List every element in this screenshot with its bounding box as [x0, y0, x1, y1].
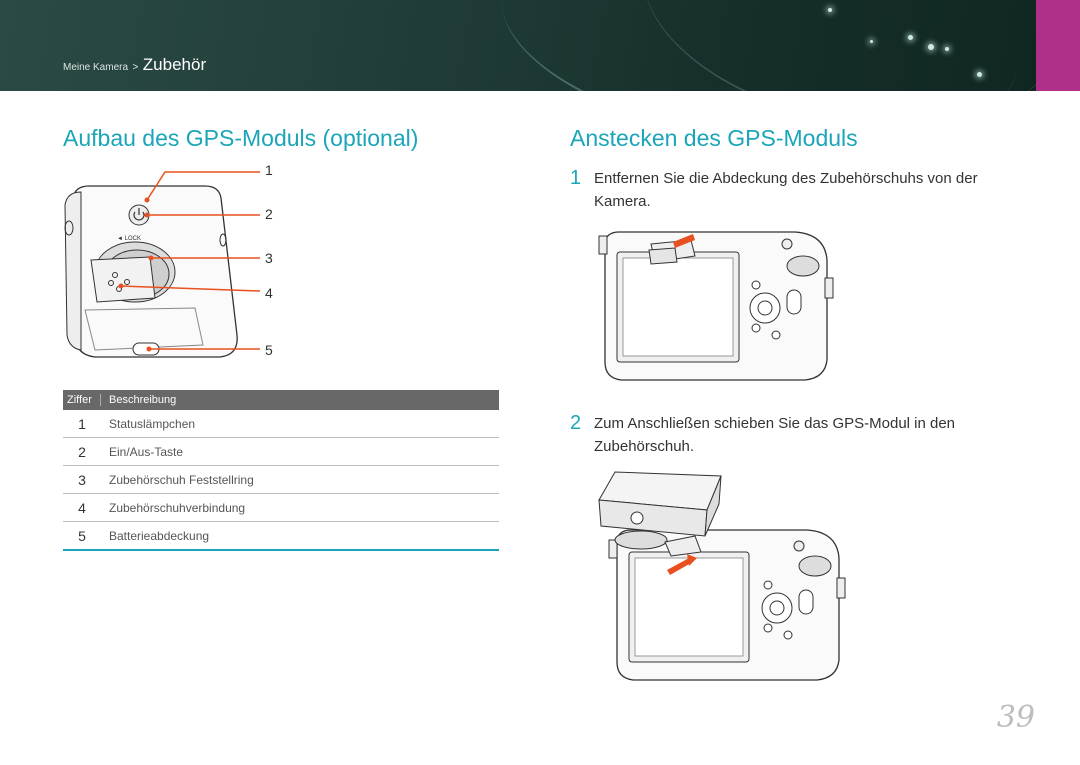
sparkle-dot [977, 72, 982, 77]
page-header: Meine Kamera > Zubehör [0, 0, 1080, 91]
row-description: Ein/Aus-Taste [109, 444, 184, 459]
table-row: 1 Statuslämpchen [63, 410, 499, 438]
parts-table: Ziffer Beschreibung 1 Statuslämpchen 2 E… [63, 390, 499, 551]
breadcrumb-parent[interactable]: Meine Kamera [63, 62, 129, 73]
camera-illustration-attach-module [598, 471, 846, 681]
step-2: 2 Zum Anschließen schieben Sie das GPS-M… [570, 412, 1040, 462]
table-row: 3 Zubehörschuh Feststellring [63, 466, 499, 494]
table-row: 5 Batterieabdeckung [63, 522, 499, 551]
row-number: 4 [78, 499, 86, 516]
table-row: 2 Ein/Aus-Taste [63, 438, 499, 466]
step-text: Zum Anschließen schieben Sie das GPS-Mod… [594, 412, 955, 458]
sparkle-dot [870, 40, 873, 43]
step-text-line: Zum Anschließen schieben Sie das GPS-Mod… [594, 415, 956, 432]
header-number: Ziffer [63, 394, 101, 406]
breadcrumb-current: Zubehör [142, 55, 207, 74]
row-description: Statuslämpchen [109, 416, 196, 431]
sparkle-dot [908, 35, 913, 40]
breadcrumb-separator: > [132, 62, 139, 73]
callout-3: 3 [265, 250, 273, 266]
section-tab [1036, 0, 1080, 91]
table-row: 4 Zubehörschuhverbindung [63, 494, 499, 522]
page-number: 39 [996, 700, 1035, 735]
step-number: 2 [570, 412, 582, 434]
row-description: Zubehörschuhverbindung [109, 500, 246, 515]
step-1: 1 Entfernen Sie die Abdeckung des Zubehö… [570, 167, 1040, 217]
section-title-structure: Aufbau des GPS-Moduls (optional) [63, 125, 419, 151]
camera-illustration-remove-cover [598, 231, 834, 381]
step-text-line: Zubehörschuh. [594, 438, 695, 455]
table-header: Ziffer Beschreibung [63, 390, 499, 410]
sparkle-dot [945, 47, 949, 51]
sparkle-dot [828, 8, 832, 12]
callout-2: 2 [265, 206, 273, 222]
step-number: 1 [570, 167, 582, 189]
callout-4: 4 [265, 285, 273, 301]
lock-label: ◄ LOCK [117, 236, 141, 242]
step-text: Entfernen Sie die Abdeckung des Zubehörs… [594, 167, 978, 213]
row-number: 2 [78, 443, 86, 460]
header-description: Beschreibung [109, 394, 177, 406]
row-description: Batterieabdeckung [109, 528, 210, 543]
row-number: 3 [78, 471, 86, 488]
gps-module-diagram: ◄ LOCK [64, 171, 261, 358]
row-number: 1 [78, 415, 86, 432]
row-description: Zubehörschuh Feststellring [109, 472, 254, 487]
step-text-line: Kamera. [594, 193, 651, 210]
callout-5: 5 [265, 342, 273, 358]
sparkle-dot [928, 44, 934, 50]
breadcrumb: Meine Kamera > Zubehör [63, 55, 206, 75]
row-number: 5 [78, 527, 86, 544]
step-text-line: Entfernen Sie die Abdeckung des Zubehörs… [594, 170, 978, 187]
section-title-attach: Anstecken des GPS-Moduls [570, 125, 858, 151]
callout-1: 1 [265, 162, 273, 178]
